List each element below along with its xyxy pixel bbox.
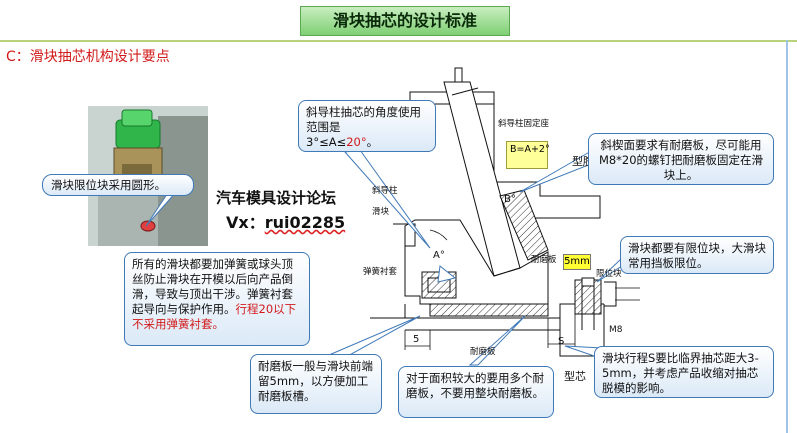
callout-wear-plate-requirement: 斜楔面要求有耐磨板，尽可能用M8*20的螺钉把耐磨板固定在滑块上。 — [588, 133, 774, 185]
dimension-5: 5 — [413, 334, 420, 345]
label-wear-plate-bottom: 耐磨板 — [470, 347, 496, 357]
dimension-5mm: 5mm — [563, 254, 591, 270]
formula-box: B=A+2° — [506, 141, 550, 169]
angle-range-text: 斜导柱抽芯的角度使用范围是 — [306, 105, 421, 134]
page-title: 滑块抽芯的设计标准 — [300, 6, 510, 36]
angle-range-end: 。 — [366, 135, 379, 149]
spring-red-text: 行程20以下不采用弹簧衬套。 — [132, 302, 297, 331]
right-border — [786, 40, 788, 433]
watermark-contact: Vx：rui02285 — [226, 209, 345, 233]
label-angle-b: B° — [504, 194, 516, 205]
label-core: 型芯 — [564, 370, 586, 383]
title-divider — [0, 40, 797, 42]
callout-front-clearance: 耐磨板一般与滑块前端留5mm，以方便加工耐磨板槽。 — [250, 354, 382, 414]
angle-range-red: 20° — [346, 135, 367, 149]
label-spring-bushing: 弹簧衬套 — [363, 267, 398, 277]
callout-stroke-rule: 滑块行程S要比临界抽芯距大3-5mm，并考虑产品收缩对抽芯脱模的影响。 — [594, 346, 774, 398]
callout-spring: 所有的滑块都要加弹簧或球头顶丝防止滑块在开模以后向产品倒滑，导致与顶出干涉。弹簧… — [124, 252, 310, 346]
callout-angle-range: 斜导柱抽芯的角度使用范围是 3°≤A≤20°。 — [298, 100, 436, 152]
stroke-s-label: S — [558, 336, 565, 347]
label-wear-plate-side: 耐磨板 — [531, 255, 557, 265]
label-angled-pin-retainer: 斜导柱固定座 — [498, 119, 550, 129]
watermark-forum: 汽车模具设计论坛 — [216, 189, 337, 207]
screw-label: M8 — [609, 325, 623, 335]
spring-text: 所有的滑块都要加弹簧或球头顶丝防止滑块在开模以后向产品倒滑，导致与顶出干涉。弹簧… — [132, 257, 293, 316]
watermark-id: rui02285 — [264, 213, 346, 232]
label-limit-block: 限位块 — [596, 269, 622, 279]
angle-range-start: 3°≤A≤ — [306, 135, 347, 149]
callout-multiple-wear-plates: 对于面积较大的要用多个耐磨板，不要用整块耐磨板。 — [398, 366, 554, 418]
callout-limit-block-required: 滑块都要有限位块，大滑块常用挡板限位。 — [620, 236, 774, 274]
section-heading: C：滑块抽芯机构设计要点 — [6, 49, 170, 65]
label-slider: 滑块 — [372, 207, 390, 217]
callout-limit-block-shape: 滑块限位块采用圆形。 — [42, 174, 194, 196]
label-angled-pin: 斜导柱 — [372, 186, 398, 196]
label-angle-a: A° — [433, 250, 445, 261]
watermark-prefix: Vx： — [226, 213, 265, 232]
